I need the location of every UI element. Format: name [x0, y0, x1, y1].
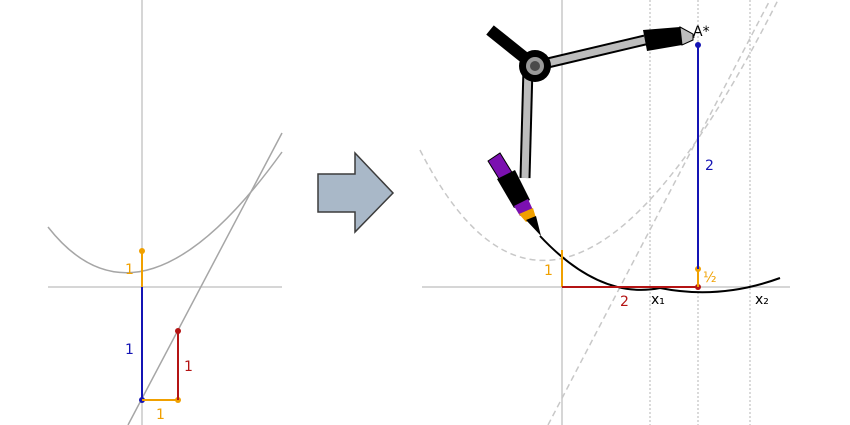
left-label-blue: 1 [125, 342, 134, 358]
marker-pen-icon [487, 152, 541, 236]
x2-label: x₂ [755, 292, 769, 308]
left-orange-point-top [139, 248, 145, 254]
left-red-point [175, 328, 181, 334]
compass-icon [486, 25, 695, 179]
left-label-orange-horizontal: 1 [156, 407, 165, 423]
right-dashed-parabola [419, 0, 779, 262]
left-panel: 1 1 1 1 [47, 0, 283, 425]
drawn-curve [539, 235, 781, 294]
left-parabola [47, 151, 283, 274]
right-label-orange-vertical: 1 [544, 263, 553, 279]
left-label-orange-vertical: 1 [125, 262, 134, 278]
right-arrow-icon [317, 151, 395, 234]
x1-label: x₁ [651, 292, 665, 308]
right-label-red-horizontal: 2 [620, 294, 629, 310]
right-dashed-tangent [547, 0, 771, 425]
right-label-half: ½ [703, 270, 717, 286]
right-panel: 1 2 2 ½ A* x₁ x₂ [419, 0, 790, 425]
right-label-blue: 2 [705, 158, 714, 174]
a-star-label: A* [693, 24, 710, 40]
left-label-red: 1 [184, 359, 193, 375]
left-tangent-line [127, 132, 283, 425]
a-star-point [695, 42, 701, 48]
